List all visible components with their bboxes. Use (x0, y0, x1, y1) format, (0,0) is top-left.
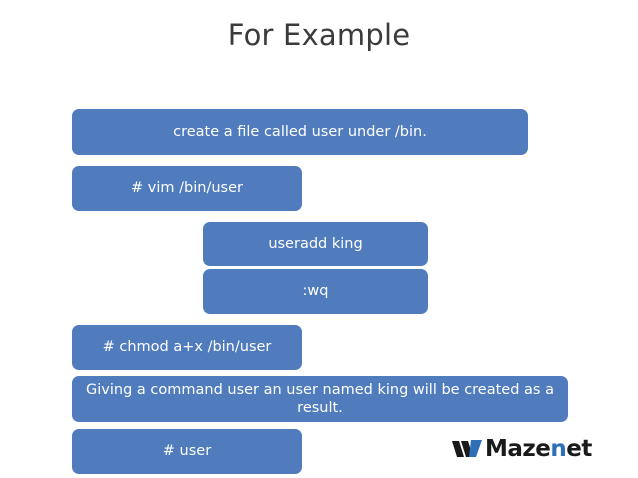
content-bar-2-label: # vim /bin/user (131, 180, 243, 197)
content-bar-7-label: # user (162, 443, 212, 460)
content-bar-5: # chmod a+x /bin/user (72, 325, 302, 370)
mazenet-logo-mark-icon (452, 437, 482, 461)
content-bar-3-label: useradd king (268, 235, 363, 252)
page-title: For Example (227, 18, 411, 52)
content-bar-4-label: :wq (302, 283, 329, 300)
logo-text-part-1: Maze (485, 436, 551, 462)
content-bar-1: create a file called user under /bin. (72, 109, 528, 155)
content-bar-3: useradd king (203, 222, 428, 266)
logo-text-accent: n (550, 436, 567, 462)
content-bar-6-label: Giving a command user an user named king… (86, 381, 554, 416)
content-bar-7: # user (72, 429, 302, 474)
mazenet-logo: Mazenet (452, 433, 592, 465)
content-bar-5-label: # chmod a+x /bin/user (102, 339, 272, 356)
content-bar-2: # vim /bin/user (72, 166, 302, 211)
mazenet-logo-text: Mazenet (485, 436, 592, 462)
content-bar-1-label: create a file called user under /bin. (173, 123, 427, 140)
content-bar-4: :wq (203, 269, 428, 314)
content-bar-6: Giving a command user an user named king… (72, 376, 568, 422)
logo-text-part-2: et (566, 436, 592, 462)
